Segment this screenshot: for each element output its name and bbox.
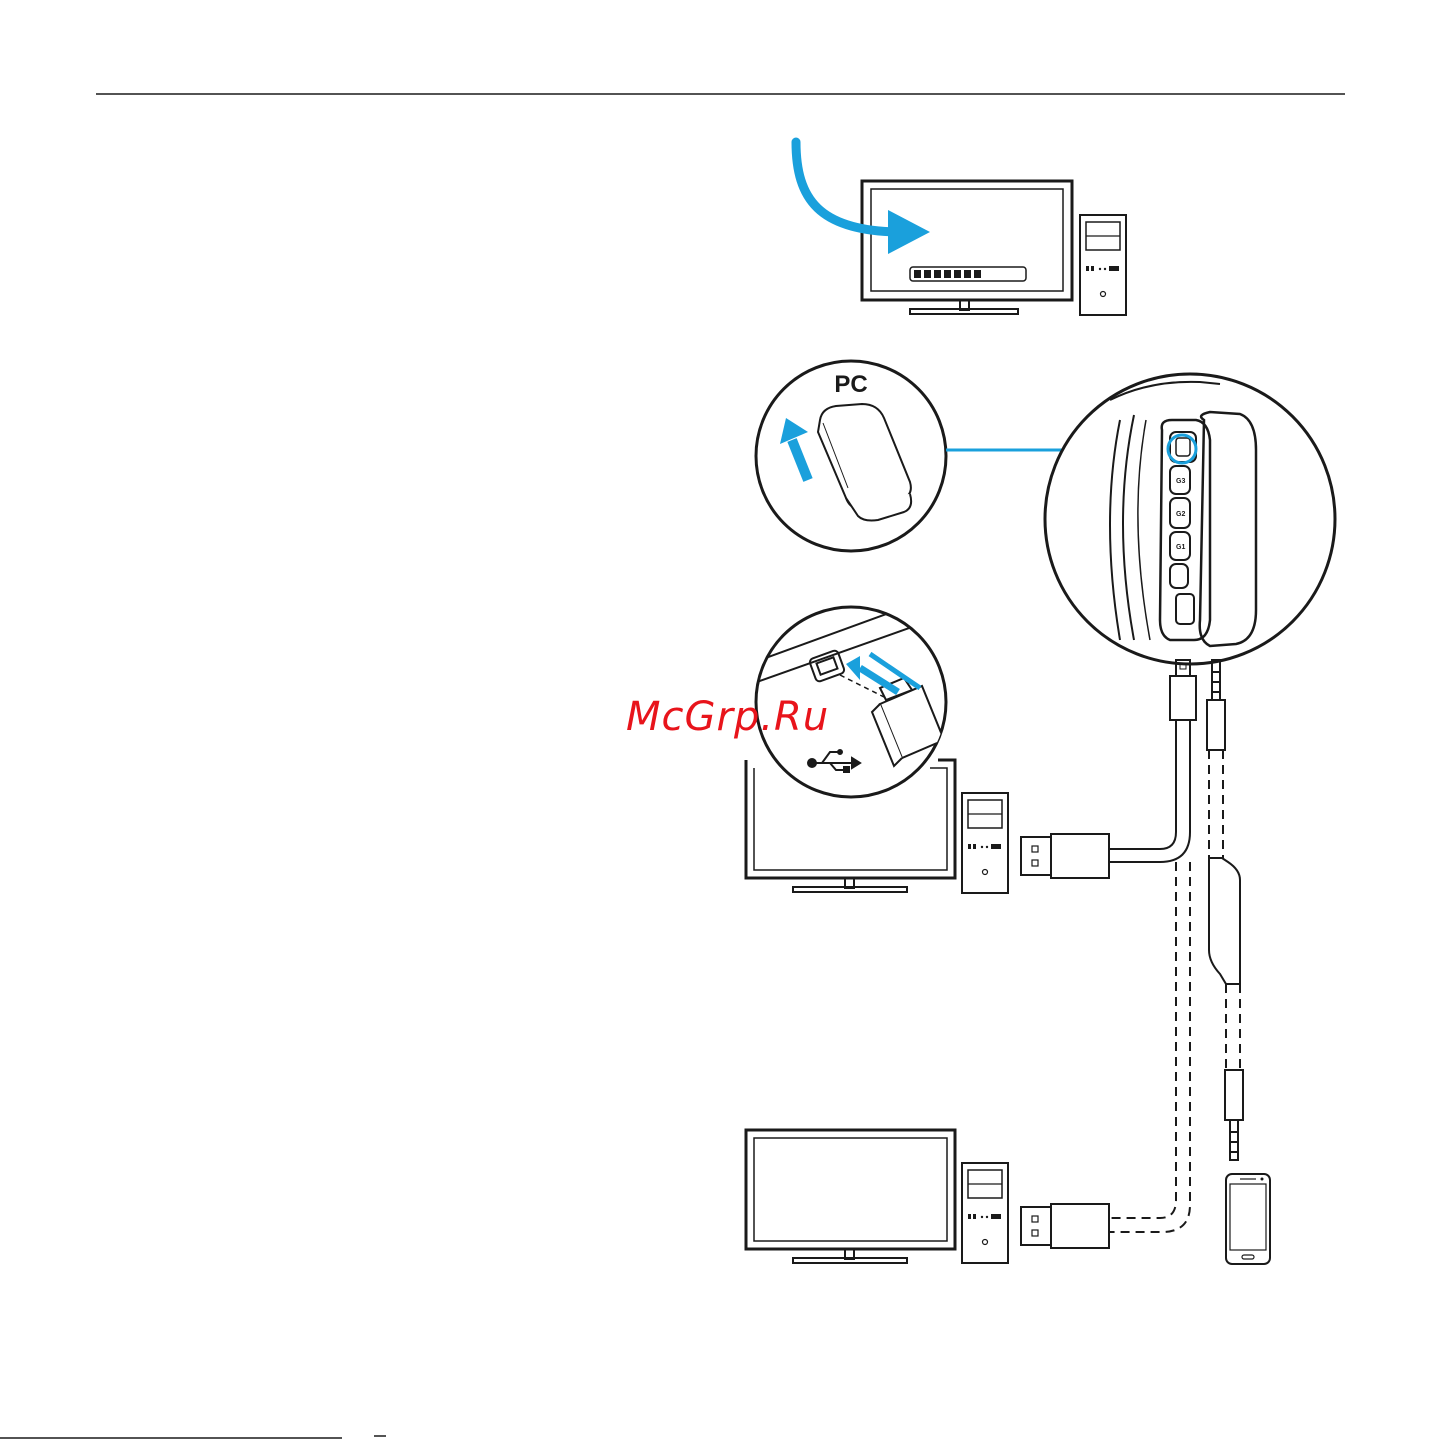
usb-connector-2 (1021, 720, 1190, 878)
audio-plug (1207, 660, 1225, 750)
usb-connector-3 (1021, 1204, 1109, 1248)
computer-tower-3 (962, 1163, 1008, 1263)
download-step (796, 142, 1126, 315)
dashed-usb-cable (1109, 862, 1190, 1232)
usb-port-callout (740, 580, 980, 797)
mobile-phone-icon (1226, 1174, 1270, 1264)
progress-bar (910, 267, 1026, 281)
button-g3-label: G3 (1176, 478, 1185, 485)
monitor-3 (746, 1130, 955, 1263)
computer-tower-2 (962, 793, 1008, 893)
mini-usb-plug (1170, 660, 1196, 720)
pc-switch-callout: PC (756, 361, 946, 551)
audio-plug-lower (1225, 1070, 1243, 1160)
button-g1-label: G1 (1176, 544, 1185, 551)
pc-label: PC (834, 371, 867, 398)
computer-tower-1 (1080, 215, 1126, 315)
watermark-text: McGrp.Ru (626, 694, 829, 740)
dashed-audio-cable (1209, 750, 1240, 1070)
button-g2-label: G2 (1176, 511, 1185, 518)
headset-callout: G3 G2 G1 (1045, 374, 1335, 664)
inline-adapter (1209, 858, 1240, 984)
